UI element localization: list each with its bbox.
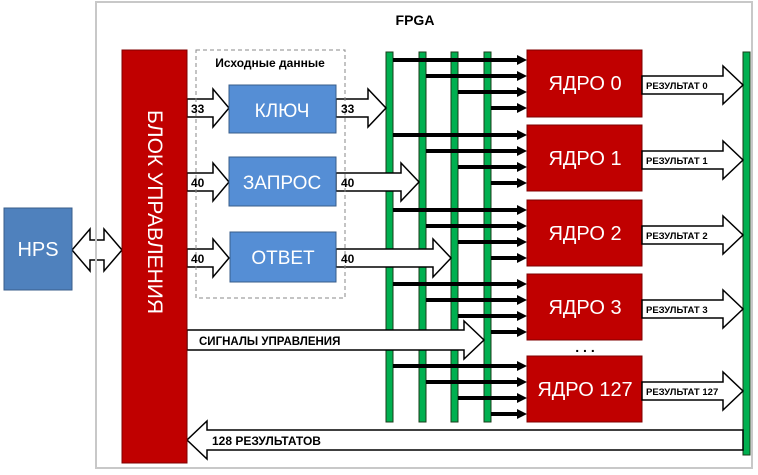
- core-feed-arrowhead: [517, 327, 527, 337]
- core-feed-arrowhead: [517, 87, 527, 97]
- request-output-width: 40: [341, 176, 355, 190]
- request-label: ЗАПРОС: [243, 173, 321, 194]
- results-return-arrow: [185, 419, 744, 461]
- control-signals-arrow: [186, 319, 486, 361]
- core-block-1: [526, 124, 643, 192]
- key-output-width: 33: [341, 102, 355, 116]
- fpga-frame: [95, 1, 753, 469]
- core-result-label-0: РЕЗУЛЬТАТ 0: [646, 81, 708, 92]
- core-result-arrow-2: [641, 214, 745, 256]
- core-feed-arrowhead: [517, 361, 527, 371]
- results-bus: [742, 51, 751, 456]
- core-feed-arrowhead: [517, 295, 527, 305]
- fpga-label: FPGA: [396, 12, 435, 28]
- core-feed-arrowhead: [517, 162, 527, 172]
- distribution-bus-3: [483, 51, 492, 423]
- core-label-1: ЯДРО 1: [548, 148, 621, 170]
- key-input-arrow: [186, 86, 230, 130]
- core-result-arrow-0: [641, 64, 745, 106]
- core-feed-arrowhead: [517, 237, 527, 247]
- response-output-width: 40: [341, 252, 355, 266]
- core-label-4: ЯДРО 127: [537, 379, 632, 401]
- core-result-label-1: РЕЗУЛЬТАТ 1: [646, 156, 708, 167]
- core-feed-arrowhead: [517, 103, 527, 113]
- request-input-arrow: [186, 160, 230, 204]
- core-result-arrow-4: [641, 370, 745, 412]
- core-result-label-3: РЕЗУЛЬТАТ 3: [646, 305, 708, 316]
- core-feed-arrowhead: [517, 393, 527, 403]
- core-label-3: ЯДРО 3: [548, 297, 621, 319]
- key-input-width: 33: [191, 102, 205, 116]
- hps-block: [3, 207, 73, 291]
- key-label: КЛЮЧ: [255, 101, 310, 122]
- distribution-bus-1: [418, 51, 427, 423]
- request-input-width: 40: [191, 176, 205, 190]
- core-label-2: ЯДРО 2: [548, 223, 621, 245]
- core-block-0: [526, 49, 643, 118]
- core-result-label-4: РЕЗУЛЬТАТ 127: [646, 387, 718, 398]
- cores-ellipsis: . . .: [575, 339, 594, 355]
- core-feed-arrowhead: [517, 409, 527, 419]
- core-feed-arrowhead: [517, 221, 527, 231]
- core-result-arrow-1: [641, 139, 745, 181]
- source-data-group: [195, 49, 346, 299]
- core-label-0: ЯДРО 0: [548, 73, 621, 95]
- core-block-2: [526, 199, 643, 267]
- source-data-title: Исходные данные: [215, 56, 325, 70]
- core-feed-arrowhead: [517, 253, 527, 263]
- core-feed-arrowhead: [517, 178, 527, 188]
- key-block: [228, 84, 337, 134]
- core-block-3: [526, 273, 643, 341]
- response-block: [229, 231, 337, 283]
- response-label: ОТВЕТ: [251, 248, 315, 269]
- distribution-bus-2: [450, 51, 459, 423]
- core-feed-arrowhead: [517, 130, 527, 140]
- control-block: [121, 49, 188, 464]
- response-input-arrow: [186, 236, 230, 280]
- distribution-bus-0: [385, 51, 394, 423]
- control-block-label: БЛОК УПРАВЛЕНИЯ: [143, 110, 166, 314]
- core-feed-arrowhead: [517, 71, 527, 81]
- response-input-width: 40: [191, 252, 205, 266]
- request-block: [228, 156, 337, 207]
- core-feed-arrowhead: [517, 55, 527, 65]
- response-output-arrow: [335, 237, 453, 279]
- core-feed-arrowhead: [517, 279, 527, 289]
- core-result-label-2: РЕЗУЛЬТАТ 2: [646, 231, 708, 242]
- request-output-arrow: [335, 161, 421, 203]
- core-feed-arrowhead: [517, 311, 527, 321]
- core-feed-arrowhead: [517, 146, 527, 156]
- core-feed-arrowhead: [517, 377, 527, 387]
- key-output-arrow: [335, 87, 388, 129]
- core-result-arrow-3: [641, 288, 745, 330]
- core-feed-arrowhead: [517, 205, 527, 215]
- results-bus-label: 128 РЕЗУЛЬТАТОВ: [212, 434, 321, 448]
- hps-label: HPS: [17, 239, 58, 261]
- control-signals-label: СИГНАЛЫ УПРАВЛЕНИЯ: [199, 336, 340, 348]
